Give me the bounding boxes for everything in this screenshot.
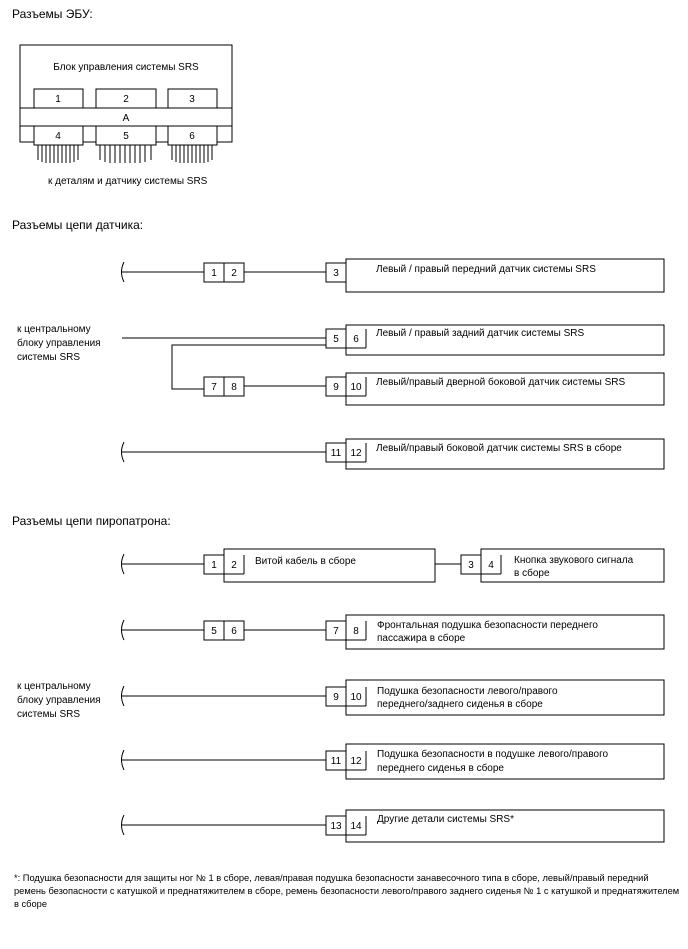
- squib-pin-3: 3: [468, 560, 474, 571]
- ecu-block-title: Блок управления системы SRS: [53, 62, 199, 73]
- ecu-heading: Разъемы ЭБУ:: [12, 7, 93, 21]
- sensor-central-label: к центральному блоку управления системы …: [17, 324, 103, 363]
- sensor-pin-1: 1: [211, 268, 217, 279]
- sensor-pin-6: 6: [353, 334, 359, 345]
- wire-break-mark: [121, 261, 125, 283]
- wire-break-mark: [121, 553, 125, 575]
- wire-break-mark: [121, 749, 125, 771]
- sensor-component-box: [345, 258, 665, 293]
- squib-label-seat: Подушка безопасности левого/правого пере…: [377, 685, 560, 710]
- sensor-pin-9: 9: [333, 382, 339, 393]
- sensor-pin-3: 3: [333, 268, 339, 279]
- sensor-component-box: [345, 372, 665, 406]
- sensor-label-door: Левый/правый дверной боковой датчик сист…: [376, 376, 626, 388]
- sensor-pin-7: 7: [211, 382, 217, 393]
- wire-break-mark: [121, 619, 125, 641]
- ecu-pin-4: 4: [55, 131, 61, 142]
- squib-label-horn: Кнопка звукового сигнала в сборе: [514, 555, 636, 579]
- squib-heading: Разъемы цепи пиропатрона:: [12, 514, 171, 528]
- ecu-wire-bundle: [37, 145, 213, 163]
- ecu-connector-a-label: A: [123, 113, 130, 124]
- ecu-pin-6: 6: [189, 131, 195, 142]
- sensor-pin-2: 2: [231, 268, 237, 279]
- sensor-pin-5: 5: [333, 334, 339, 345]
- wire-branch: [171, 344, 326, 390]
- footnote: *: Подушка безопасности для защиты ног №…: [14, 873, 680, 909]
- ecu-pin-1: 1: [55, 94, 61, 105]
- squib-pin-7: 7: [333, 626, 339, 637]
- squib-component-box: [345, 743, 665, 780]
- ecu-pin-5: 5: [123, 131, 129, 142]
- squib-central-label: к центральному блоку управления системы …: [17, 681, 103, 720]
- sensor-component-box: [345, 324, 665, 356]
- squib-label-other: Другие детали системы SRS*: [377, 814, 514, 825]
- squib-pin-5: 5: [211, 626, 217, 637]
- squib-pin-11: 11: [331, 756, 342, 767]
- ecu-pin-box-5: [95, 125, 157, 146]
- squib-label-cushion: Подушка безопасности в подушке левого/пр…: [377, 748, 611, 774]
- squib-pin-9: 9: [333, 692, 339, 703]
- wire-break-mark: [121, 814, 125, 836]
- sensor-pin-8: 8: [231, 382, 237, 393]
- wire-break-mark: [121, 441, 125, 463]
- ecu-note: к деталям и датчику системы SRS: [48, 176, 208, 187]
- ecu-pin-3: 3: [189, 94, 195, 105]
- sensor-label-front: Левый / правый передний датчик системы S…: [376, 264, 596, 275]
- sensor-pin-12: 12: [350, 448, 362, 459]
- squib-pin-13: 13: [330, 821, 342, 832]
- sensor-heading: Разъемы цепи датчика:: [12, 218, 143, 232]
- spiral-cable-box: [223, 548, 436, 583]
- ecu-pin-2: 2: [123, 94, 129, 105]
- wire-break-mark: [121, 685, 125, 707]
- squib-pin-1: 1: [211, 560, 217, 571]
- squib-pin-10: 10: [350, 692, 362, 703]
- squib-pin-4: 4: [488, 560, 494, 571]
- squib-pin-14: 14: [350, 821, 362, 832]
- sensor-label-rear: Левый / правый задний датчик системы SRS: [376, 328, 584, 339]
- squib-label-passenger: Фронтальная подушка безопасности передне…: [377, 619, 601, 644]
- sensor-label-side: Левый/правый боковой датчик системы SRS …: [376, 442, 622, 454]
- squib-component-box: [345, 614, 665, 650]
- squib-component-box: [345, 809, 665, 843]
- squib-pin-2: 2: [231, 560, 237, 571]
- sensor-pin-11: 11: [331, 448, 342, 459]
- squib-component-box: [345, 679, 665, 716]
- squib-pin-8: 8: [353, 626, 359, 637]
- squib-pin-6: 6: [231, 626, 237, 637]
- squib-pin-12: 12: [350, 756, 362, 767]
- sensor-pin-10: 10: [350, 382, 362, 393]
- squib-label-spiral: Витой кабель в сборе: [255, 555, 356, 567]
